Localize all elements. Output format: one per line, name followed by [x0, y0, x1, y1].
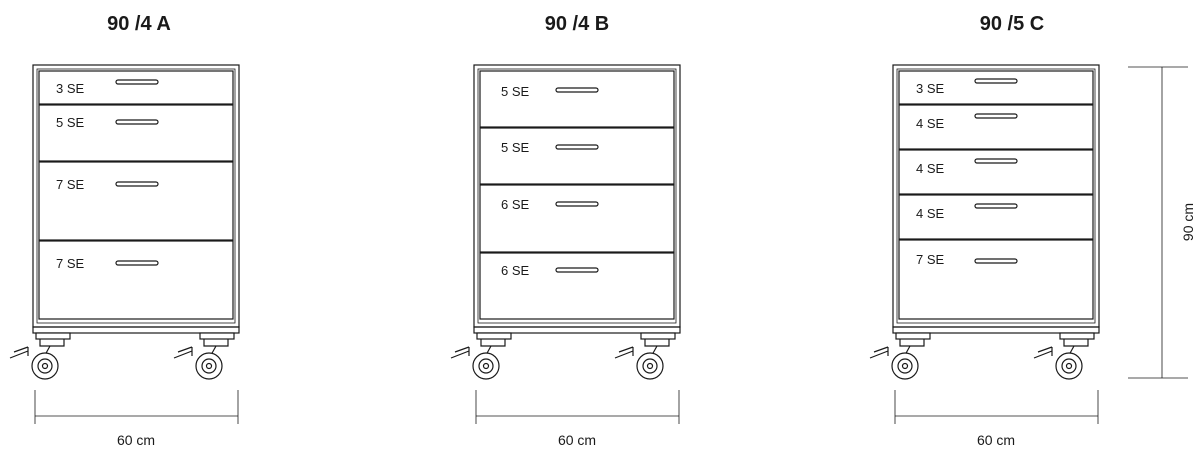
- drawer-label: 4 SE: [916, 116, 945, 131]
- cabinet-c: 90 /5 C 3 SE 4 SE 4 SE 4 SE 7 SE: [869, 13, 1196, 448]
- caster-wheel-icon: [869, 332, 931, 380]
- drawer-label: 7 SE: [56, 256, 85, 271]
- drawer: 3 SE: [898, 70, 1094, 105]
- drawer-handle: [555, 201, 599, 207]
- cabinet-frame-inner: [36, 68, 236, 324]
- drawer-handle: [115, 79, 159, 85]
- drawer: 6 SE: [479, 252, 675, 320]
- cabinet-base: [32, 326, 240, 334]
- drawer-label: 6 SE: [501, 197, 530, 212]
- drawer-label: 4 SE: [916, 161, 945, 176]
- drawer: 6 SE: [479, 184, 675, 253]
- drawer-label: 7 SE: [916, 252, 945, 267]
- drawer-handle: [974, 203, 1018, 209]
- drawer-label: 4 SE: [916, 206, 945, 221]
- caster-wheel-icon: [173, 332, 235, 380]
- drawer-handle: [974, 158, 1018, 164]
- width-dimension: 60 cm: [894, 390, 1099, 448]
- drawer: 5 SE: [479, 70, 675, 128]
- drawer: 4 SE: [898, 149, 1094, 195]
- drawer-label: 6 SE: [501, 263, 530, 278]
- caster-wheel-icon: [614, 332, 676, 380]
- cabinet-title: 90 /5 C: [980, 13, 1044, 35]
- width-dimension: 60 cm: [475, 390, 680, 448]
- drawer: 7 SE: [38, 240, 234, 320]
- cabinet-title: 90 /4 B: [545, 13, 609, 35]
- drawer-label: 7 SE: [56, 177, 85, 192]
- drawer-label: 5 SE: [501, 84, 530, 99]
- drawer-handle: [974, 258, 1018, 264]
- caster-wheel-icon: [450, 332, 512, 380]
- drawer-handle: [555, 144, 599, 150]
- drawer: 3 SE: [38, 70, 234, 105]
- cabinet-frame-inner: [896, 68, 1096, 324]
- caster-wheel-icon: [9, 332, 71, 380]
- cabinet-base: [473, 326, 681, 334]
- drawer-handle: [974, 78, 1018, 84]
- drawer-handle: [555, 87, 599, 93]
- drawer: 4 SE: [898, 194, 1094, 240]
- height-label: 90 cm: [1180, 203, 1196, 241]
- cabinet-base: [892, 326, 1100, 334]
- height-dimension: 90 cm: [1128, 66, 1196, 379]
- drawer-handle: [115, 260, 159, 266]
- width-label: 60 cm: [977, 432, 1015, 448]
- width-dimension: 60 cm: [34, 390, 239, 448]
- drawer: 5 SE: [38, 104, 234, 162]
- drawer-handle: [555, 267, 599, 273]
- drawer: 5 SE: [479, 127, 675, 185]
- drawer-label: 3 SE: [916, 81, 945, 96]
- cabinet-frame-inner: [477, 68, 677, 324]
- drawer: 4 SE: [898, 104, 1094, 150]
- cabinet-frame: [473, 64, 681, 328]
- drawer-handle: [115, 181, 159, 187]
- cabinet-title: 90 /4 A: [107, 13, 171, 35]
- drawer-label: 3 SE: [56, 81, 85, 96]
- width-label: 60 cm: [558, 432, 596, 448]
- drawer-handle: [115, 119, 159, 125]
- cabinet-b: 90 /4 B 5 SE 5 SE 6 SE 6 SE: [450, 13, 681, 448]
- drawer: 7 SE: [38, 161, 234, 241]
- width-label: 60 cm: [117, 432, 155, 448]
- drawer: 7 SE: [898, 239, 1094, 320]
- caster-wheel-icon: [1033, 332, 1095, 380]
- cabinet-a: 90 /4 A 3 SE 5 SE 7 SE 7 SE: [9, 13, 240, 448]
- drawer-handle: [974, 113, 1018, 119]
- drawer-label: 5 SE: [56, 115, 85, 130]
- drawer-label: 5 SE: [501, 140, 530, 155]
